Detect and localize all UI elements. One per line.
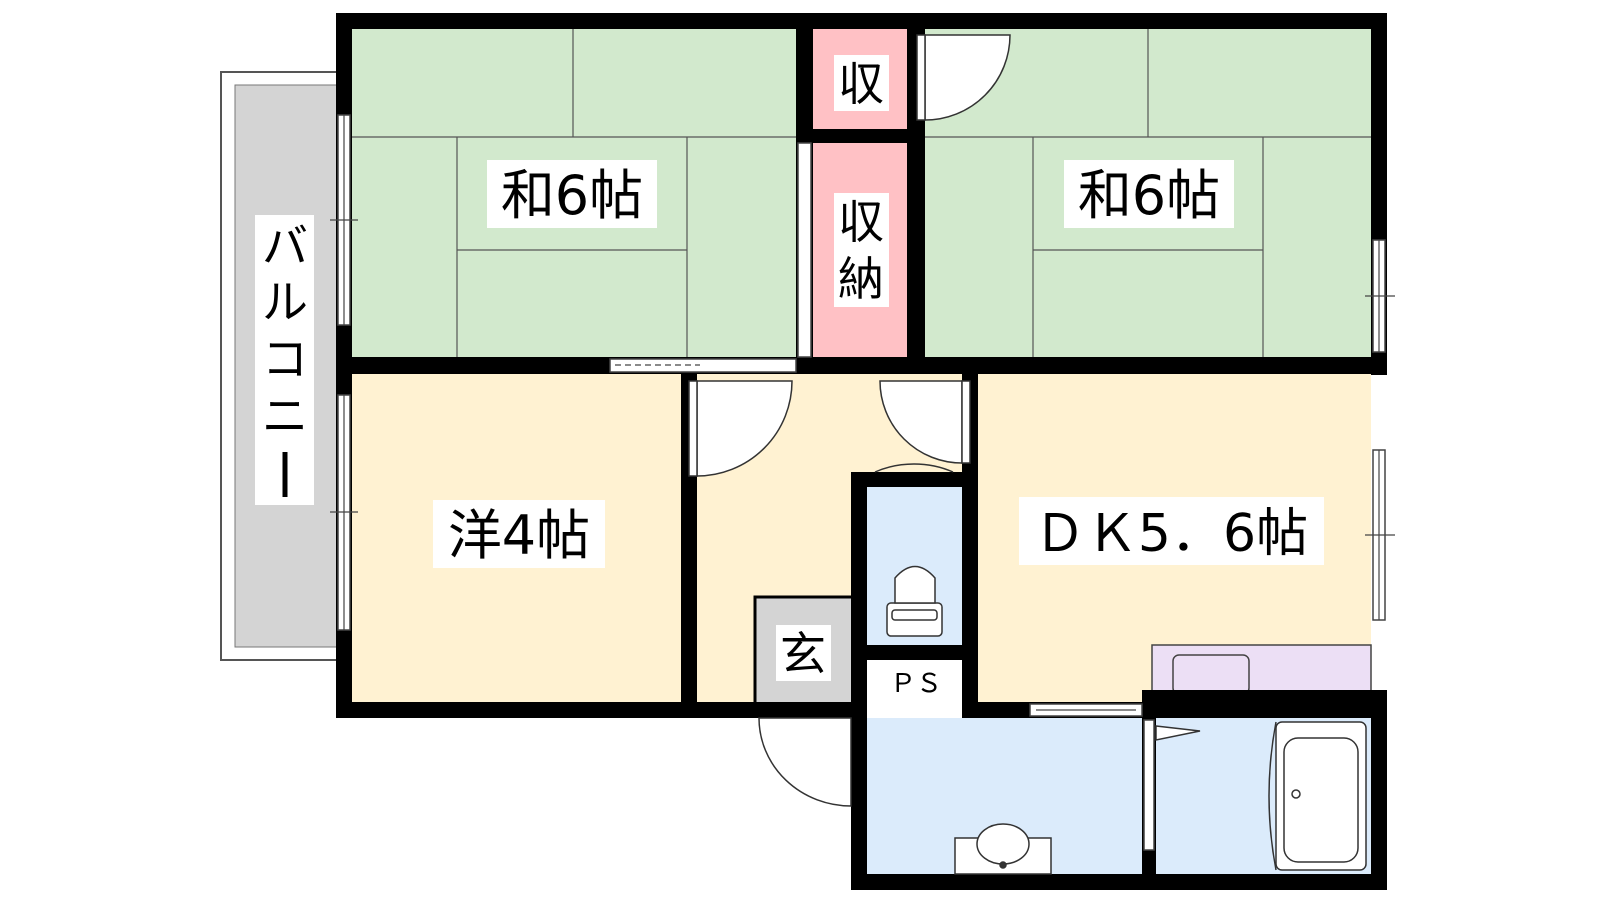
- balcony: [220, 71, 339, 661]
- entrance-label: 玄: [780, 627, 826, 681]
- washitsu-right-label: 和6帖: [1078, 164, 1220, 227]
- bath-floor-edge: [1268, 721, 1277, 871]
- closet-label-line2: 納: [838, 252, 884, 306]
- washbasin-fixture: [954, 823, 1052, 875]
- bathtub-fixture: [1275, 721, 1367, 871]
- label-bg-storage-small: [834, 55, 889, 111]
- label-bg-yoshitsu: [433, 500, 605, 568]
- label-bg-closet: [834, 193, 889, 307]
- label-bg-entrance: [776, 625, 831, 681]
- label-bg-washitsu-right: [1064, 160, 1234, 228]
- storage-small-label: 収: [838, 57, 884, 111]
- doors: [688, 34, 1011, 807]
- closet-label-line1: 収: [838, 195, 884, 249]
- toilet-fixture: [886, 565, 943, 637]
- label-bg-washitsu-left: [487, 160, 657, 228]
- balcony-char: ニ: [262, 389, 308, 443]
- window-ticks: [330, 115, 1395, 711]
- label-bg-dk: [1019, 497, 1324, 565]
- washroom-mark: [1155, 725, 1201, 741]
- balcony-char: ル: [262, 275, 308, 329]
- balcony-char: バ: [262, 219, 308, 273]
- pipe-space-floor: [867, 660, 966, 702]
- pipe-space-label: ＰＳ: [890, 669, 942, 699]
- washitsu-left-label: 和6帖: [501, 164, 643, 227]
- dk-label: ＤＫ5．6帖: [1034, 504, 1308, 564]
- entrance-frame: [753, 595, 851, 703]
- balcony-char: コ: [262, 332, 308, 386]
- balcony-label: バ ル コ ニ: [262, 219, 308, 497]
- yoshitsu-label: 洋4帖: [448, 504, 590, 567]
